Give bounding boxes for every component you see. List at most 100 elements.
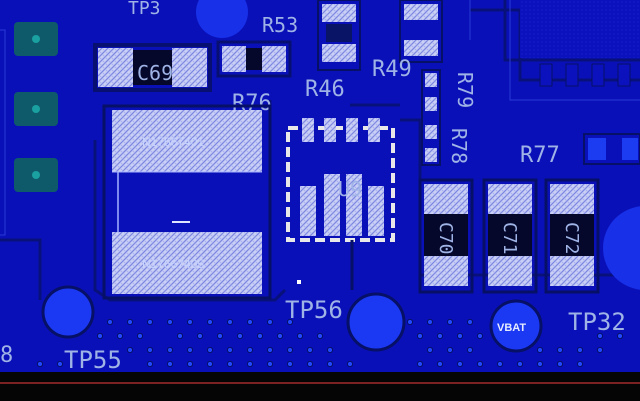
top-right-pad-array bbox=[520, 0, 640, 87]
c69-component: C69 bbox=[93, 43, 212, 92]
via bbox=[246, 360, 254, 368]
via bbox=[616, 332, 624, 340]
via bbox=[286, 346, 294, 354]
board-exterior bbox=[0, 372, 640, 401]
via bbox=[196, 332, 204, 340]
via bbox=[236, 332, 244, 340]
via bbox=[296, 332, 304, 340]
via bbox=[516, 360, 524, 368]
via bbox=[136, 332, 144, 340]
r78-label: R78 bbox=[447, 128, 471, 164]
left-connector-pads bbox=[14, 22, 58, 192]
c72-component: C72 bbox=[544, 178, 600, 294]
r79-label: R79 bbox=[453, 72, 477, 108]
via bbox=[146, 360, 154, 368]
c70-component: C70 bbox=[418, 178, 474, 294]
via bbox=[286, 318, 294, 326]
via bbox=[426, 346, 434, 354]
via bbox=[306, 360, 314, 368]
via bbox=[246, 318, 254, 326]
via bbox=[466, 318, 474, 326]
via bbox=[416, 360, 424, 368]
r77-label: R77 bbox=[520, 143, 560, 168]
inductor-net-top: N17667401 bbox=[142, 135, 204, 149]
via bbox=[266, 346, 274, 354]
vbat-label: VBAT bbox=[497, 322, 526, 334]
via bbox=[436, 360, 444, 368]
tp3-label: TP3 bbox=[128, 0, 161, 19]
left-number-label: 8 bbox=[0, 343, 13, 368]
via bbox=[326, 346, 334, 354]
via bbox=[96, 332, 104, 340]
via bbox=[56, 360, 64, 368]
via bbox=[226, 346, 234, 354]
via bbox=[456, 360, 464, 368]
via bbox=[226, 318, 234, 326]
via bbox=[576, 360, 584, 368]
c71-component: C71 bbox=[482, 178, 538, 294]
via bbox=[416, 332, 424, 340]
tp32-label: TP32 bbox=[568, 308, 626, 336]
via bbox=[226, 360, 234, 368]
right-partial-pad bbox=[603, 206, 640, 290]
via bbox=[436, 332, 444, 340]
r46-label: R46 bbox=[305, 77, 345, 102]
via bbox=[146, 346, 154, 354]
via bbox=[266, 360, 274, 368]
via bbox=[406, 318, 414, 326]
via bbox=[166, 318, 174, 326]
tp3-partial-pad bbox=[196, 0, 248, 38]
via bbox=[166, 360, 174, 368]
via bbox=[536, 346, 544, 354]
c69-label: C69 bbox=[137, 61, 173, 85]
via bbox=[326, 360, 334, 368]
tp55-testpoint: TP55 bbox=[41, 285, 122, 374]
via bbox=[246, 346, 254, 354]
via bbox=[466, 346, 474, 354]
via bbox=[176, 332, 184, 340]
c70-label: C70 bbox=[435, 222, 456, 255]
via bbox=[476, 332, 484, 340]
via bbox=[36, 360, 44, 368]
via bbox=[186, 346, 194, 354]
via bbox=[146, 318, 154, 326]
via bbox=[426, 318, 434, 326]
via bbox=[596, 346, 604, 354]
via bbox=[106, 318, 114, 326]
tp56-label: TP56 bbox=[285, 296, 343, 324]
u9-component: U9 bbox=[286, 118, 395, 290]
r79-r78-components: R79 R78 bbox=[421, 69, 477, 166]
via-field bbox=[36, 318, 624, 368]
via bbox=[576, 346, 584, 354]
r49-component: R49 bbox=[372, 0, 443, 82]
tp55-label: TP55 bbox=[64, 346, 122, 374]
inductor-net-bottom: N17667405 bbox=[142, 257, 204, 271]
via bbox=[446, 346, 454, 354]
via bbox=[286, 360, 294, 368]
via bbox=[496, 360, 504, 368]
r76-component: R76 bbox=[216, 40, 292, 116]
via bbox=[446, 318, 454, 326]
c72-label: C72 bbox=[561, 222, 582, 255]
r77-component: R77 bbox=[520, 133, 640, 168]
trace-highlights bbox=[0, 0, 640, 236]
r49-label: R49 bbox=[372, 57, 412, 82]
via bbox=[206, 360, 214, 368]
c71-label: C71 bbox=[499, 222, 520, 255]
u9-label: U9 bbox=[338, 177, 362, 201]
via bbox=[456, 332, 464, 340]
via bbox=[126, 318, 134, 326]
via bbox=[206, 346, 214, 354]
via bbox=[476, 360, 484, 368]
via bbox=[276, 332, 284, 340]
r53-label: R53 bbox=[262, 13, 298, 37]
via bbox=[536, 360, 544, 368]
inductor-component: N17667401 N17667405 bbox=[102, 104, 272, 300]
via bbox=[116, 332, 124, 340]
via bbox=[306, 346, 314, 354]
r46-component: R46 bbox=[305, 0, 361, 102]
via bbox=[126, 346, 134, 354]
via bbox=[596, 332, 604, 340]
